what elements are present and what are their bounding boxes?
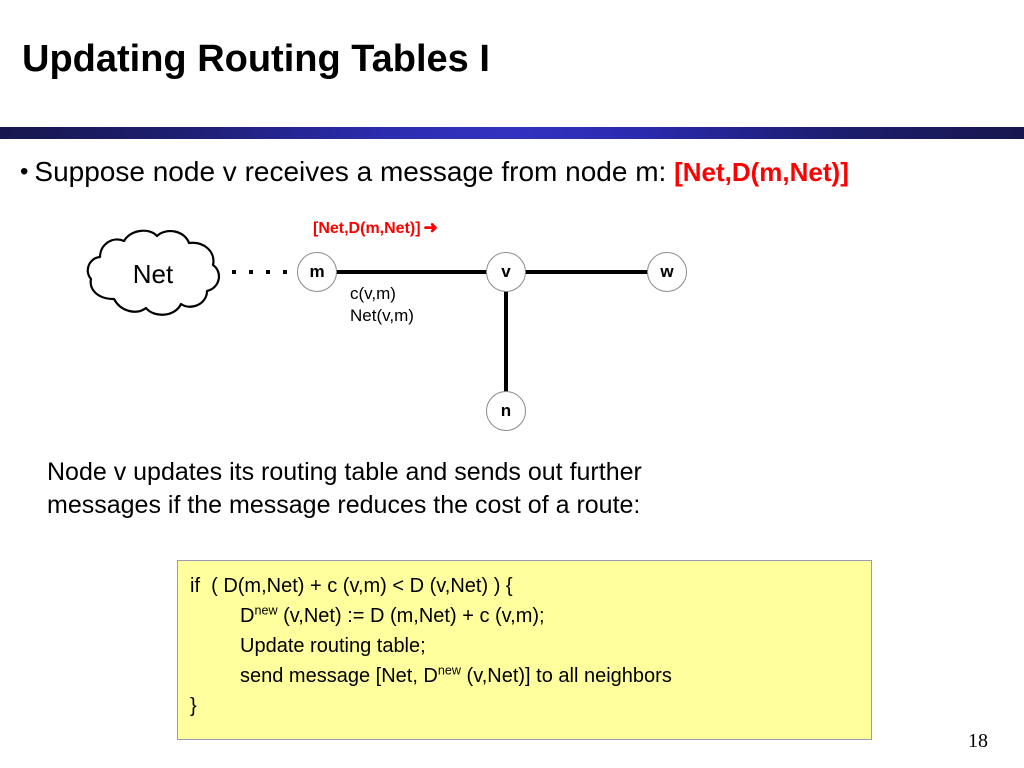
edge-m-v: [335, 270, 487, 274]
bullet-text: Suppose node v receives a message from n…: [34, 156, 675, 187]
edge-label-net: Net(v,m): [350, 306, 414, 325]
code-line-2-sup: new: [254, 603, 278, 618]
code-line-1: if ( D(m,Net) + c (v,m) < D (v,Net) ) {: [190, 575, 513, 597]
code-line-2-pre: D: [240, 605, 255, 627]
code-line-4: send message [Net, Dnew (v,Net)] to all …: [190, 661, 871, 691]
page-number: 18: [968, 730, 988, 752]
node-v[interactable]: v: [486, 252, 526, 292]
code-line-2: Dnew (v,Net) := D (m,Net) + c (v,m);: [190, 601, 871, 631]
cloud-shape-icon: [86, 229, 221, 316]
message-annotation-text: [Net,D(m,Net)]: [313, 220, 421, 237]
bullet-message-code: [Net,D(m,Net)]: [674, 157, 849, 187]
edge-labels: c(v,m) Net(v,m): [350, 283, 414, 327]
title-divider: [0, 127, 1024, 139]
edge-v-w: [525, 270, 648, 274]
node-w[interactable]: w: [647, 252, 687, 292]
dotted-connector-dot: [232, 270, 236, 274]
code-line-5: }: [190, 695, 197, 717]
bullet-marker-icon: •: [20, 158, 29, 185]
node-w-label: w: [660, 262, 674, 281]
body-paragraph: Node v updates its routing table and sen…: [47, 456, 907, 522]
dotted-connector-dot: [249, 270, 253, 274]
code-line-4-post: (v,Net)] to all neighbors: [460, 665, 672, 687]
node-n[interactable]: n: [486, 391, 526, 431]
code-line-4-pre: send message [Net, D: [240, 665, 438, 687]
message-annotation: [Net,D(m,Net)]➜: [313, 218, 438, 238]
dotted-connector-dot: [266, 270, 270, 274]
dotted-connector-dot: [283, 270, 287, 274]
code-line-3: Update routing table;: [240, 635, 426, 657]
cloud-label: Net: [132, 258, 174, 289]
node-n-label: n: [500, 401, 512, 420]
pseudocode-box: if ( D(m,Net) + c (v,m) < D (v,Net) ) { …: [177, 560, 872, 740]
code-line-2-post: (v,Net) := D (m,Net) + c (v,m);: [277, 605, 545, 627]
network-diagram: Net [Net,D(m,Net)]➜ m v w n c(v,m) Net(v…: [0, 205, 760, 445]
arrow-right-icon: ➜: [423, 218, 438, 237]
node-m[interactable]: m: [297, 252, 337, 292]
body-paragraph-line-2: messages if the message reduces the cost…: [47, 491, 641, 519]
edge-label-cost: c(v,m): [350, 284, 396, 303]
page-title: Updating Routing Tables I: [22, 38, 490, 80]
body-paragraph-line-1: Node v updates its routing table and sen…: [47, 458, 642, 486]
edge-v-n: [504, 290, 508, 411]
bullet-line: •Suppose node v receives a message from …: [20, 155, 849, 189]
node-m-label: m: [309, 262, 325, 281]
node-v-label: v: [501, 262, 511, 281]
code-line-4-sup: new: [437, 663, 461, 678]
